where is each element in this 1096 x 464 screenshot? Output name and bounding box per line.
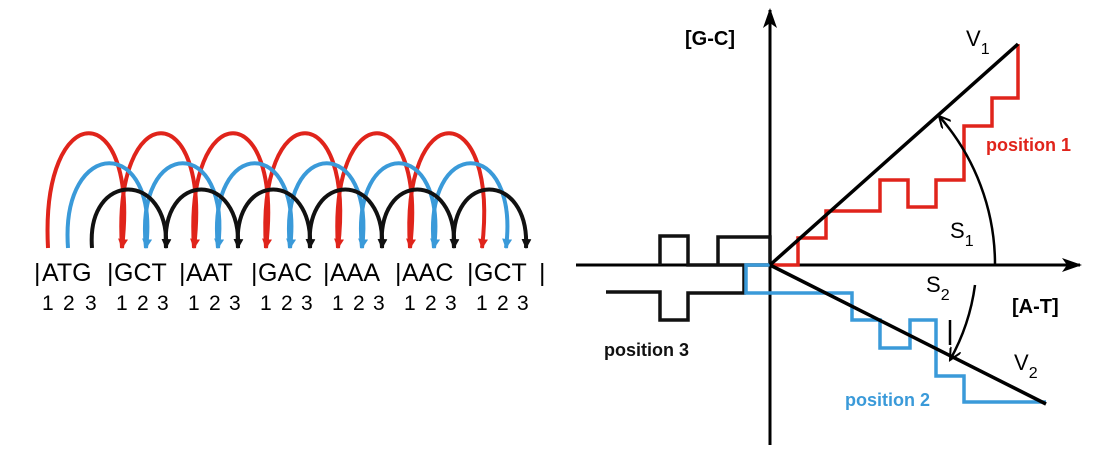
arc-position-3 [89, 187, 172, 249]
y-axis-label: [G-C] [685, 28, 735, 50]
position-number: 1 [404, 292, 416, 315]
position-number: 2 [497, 292, 509, 315]
codon-4: GAC [258, 259, 312, 287]
codon-separator: | [107, 259, 114, 287]
angle-arc-s1 [939, 116, 997, 266]
codon-separator: | [34, 259, 41, 287]
position-number: 2 [137, 292, 149, 315]
angle-arc-s2 [950, 284, 977, 360]
position-number: 1 [332, 292, 344, 315]
walk-position-1 [770, 44, 1020, 267]
position-number: 2 [353, 292, 365, 315]
position-number: 1 [42, 292, 54, 315]
position-number: 2 [425, 292, 437, 315]
position-number: 3 [85, 292, 97, 315]
codon-arcs [45, 131, 532, 249]
position-number: 1 [116, 292, 128, 315]
arc-position-2 [65, 161, 153, 249]
vector-v2 [769, 263, 1047, 406]
position-number: 2 [281, 292, 293, 315]
walk-position-3 [606, 234, 772, 322]
position-number: 2 [63, 292, 75, 315]
position-number: 3 [301, 292, 313, 315]
vector-v1 [768, 42, 1020, 267]
codon-2: GCT [114, 259, 167, 287]
walk-position-2 [744, 263, 1046, 404]
codon-separator: | [323, 259, 330, 287]
position-number: 3 [229, 292, 241, 315]
codon-separator: | [467, 259, 474, 287]
codon-1: ATG [42, 259, 92, 287]
position-number: 2 [209, 292, 221, 315]
vector-v1-label: V1 [966, 26, 990, 58]
position-2-label: position 2 [845, 390, 930, 410]
codon-7: GCT [474, 259, 527, 287]
codon-6: AAC [402, 259, 453, 287]
position-number: 1 [476, 292, 488, 315]
codon-separator: | [395, 259, 402, 287]
codon-5: AAA [330, 259, 380, 287]
codon-separator: | [179, 259, 186, 287]
codon-3: AAT [186, 259, 233, 287]
position-number: 3 [373, 292, 385, 315]
codon-position-numbers: 1 2 3 1 2 3 1 2 3 1 2 3 1 2 3 1 2 3 1 2 … [42, 292, 529, 315]
position-number: 3 [517, 292, 529, 315]
position-1-label: position 1 [986, 135, 1071, 155]
arc-position-3 [235, 187, 316, 249]
codon-separator: | [539, 259, 546, 287]
arc-position-3 [451, 187, 532, 249]
arc-position-3 [307, 187, 388, 249]
arc-position-3 [163, 187, 244, 249]
codon-separator: | [251, 259, 258, 287]
arc-position-2 [430, 161, 513, 249]
vector-v2-label: V2 [1014, 350, 1038, 382]
position-number: 1 [188, 292, 200, 315]
angle-s2-label: S2 [926, 272, 950, 304]
arc-position-1 [407, 131, 489, 249]
position-number: 3 [157, 292, 169, 315]
position-number: 1 [260, 292, 272, 315]
dna-sequence: | ATG | GCT | AAT | GAC | AAA | AAC | GC… [34, 259, 546, 287]
arc-position-3 [379, 187, 460, 249]
position-3-label: position 3 [604, 340, 689, 360]
angle-s1-label: S1 [950, 218, 974, 250]
arc-position-1 [45, 131, 129, 249]
position-number: 3 [445, 292, 457, 315]
x-axis-label: [A-T] [1012, 296, 1059, 318]
